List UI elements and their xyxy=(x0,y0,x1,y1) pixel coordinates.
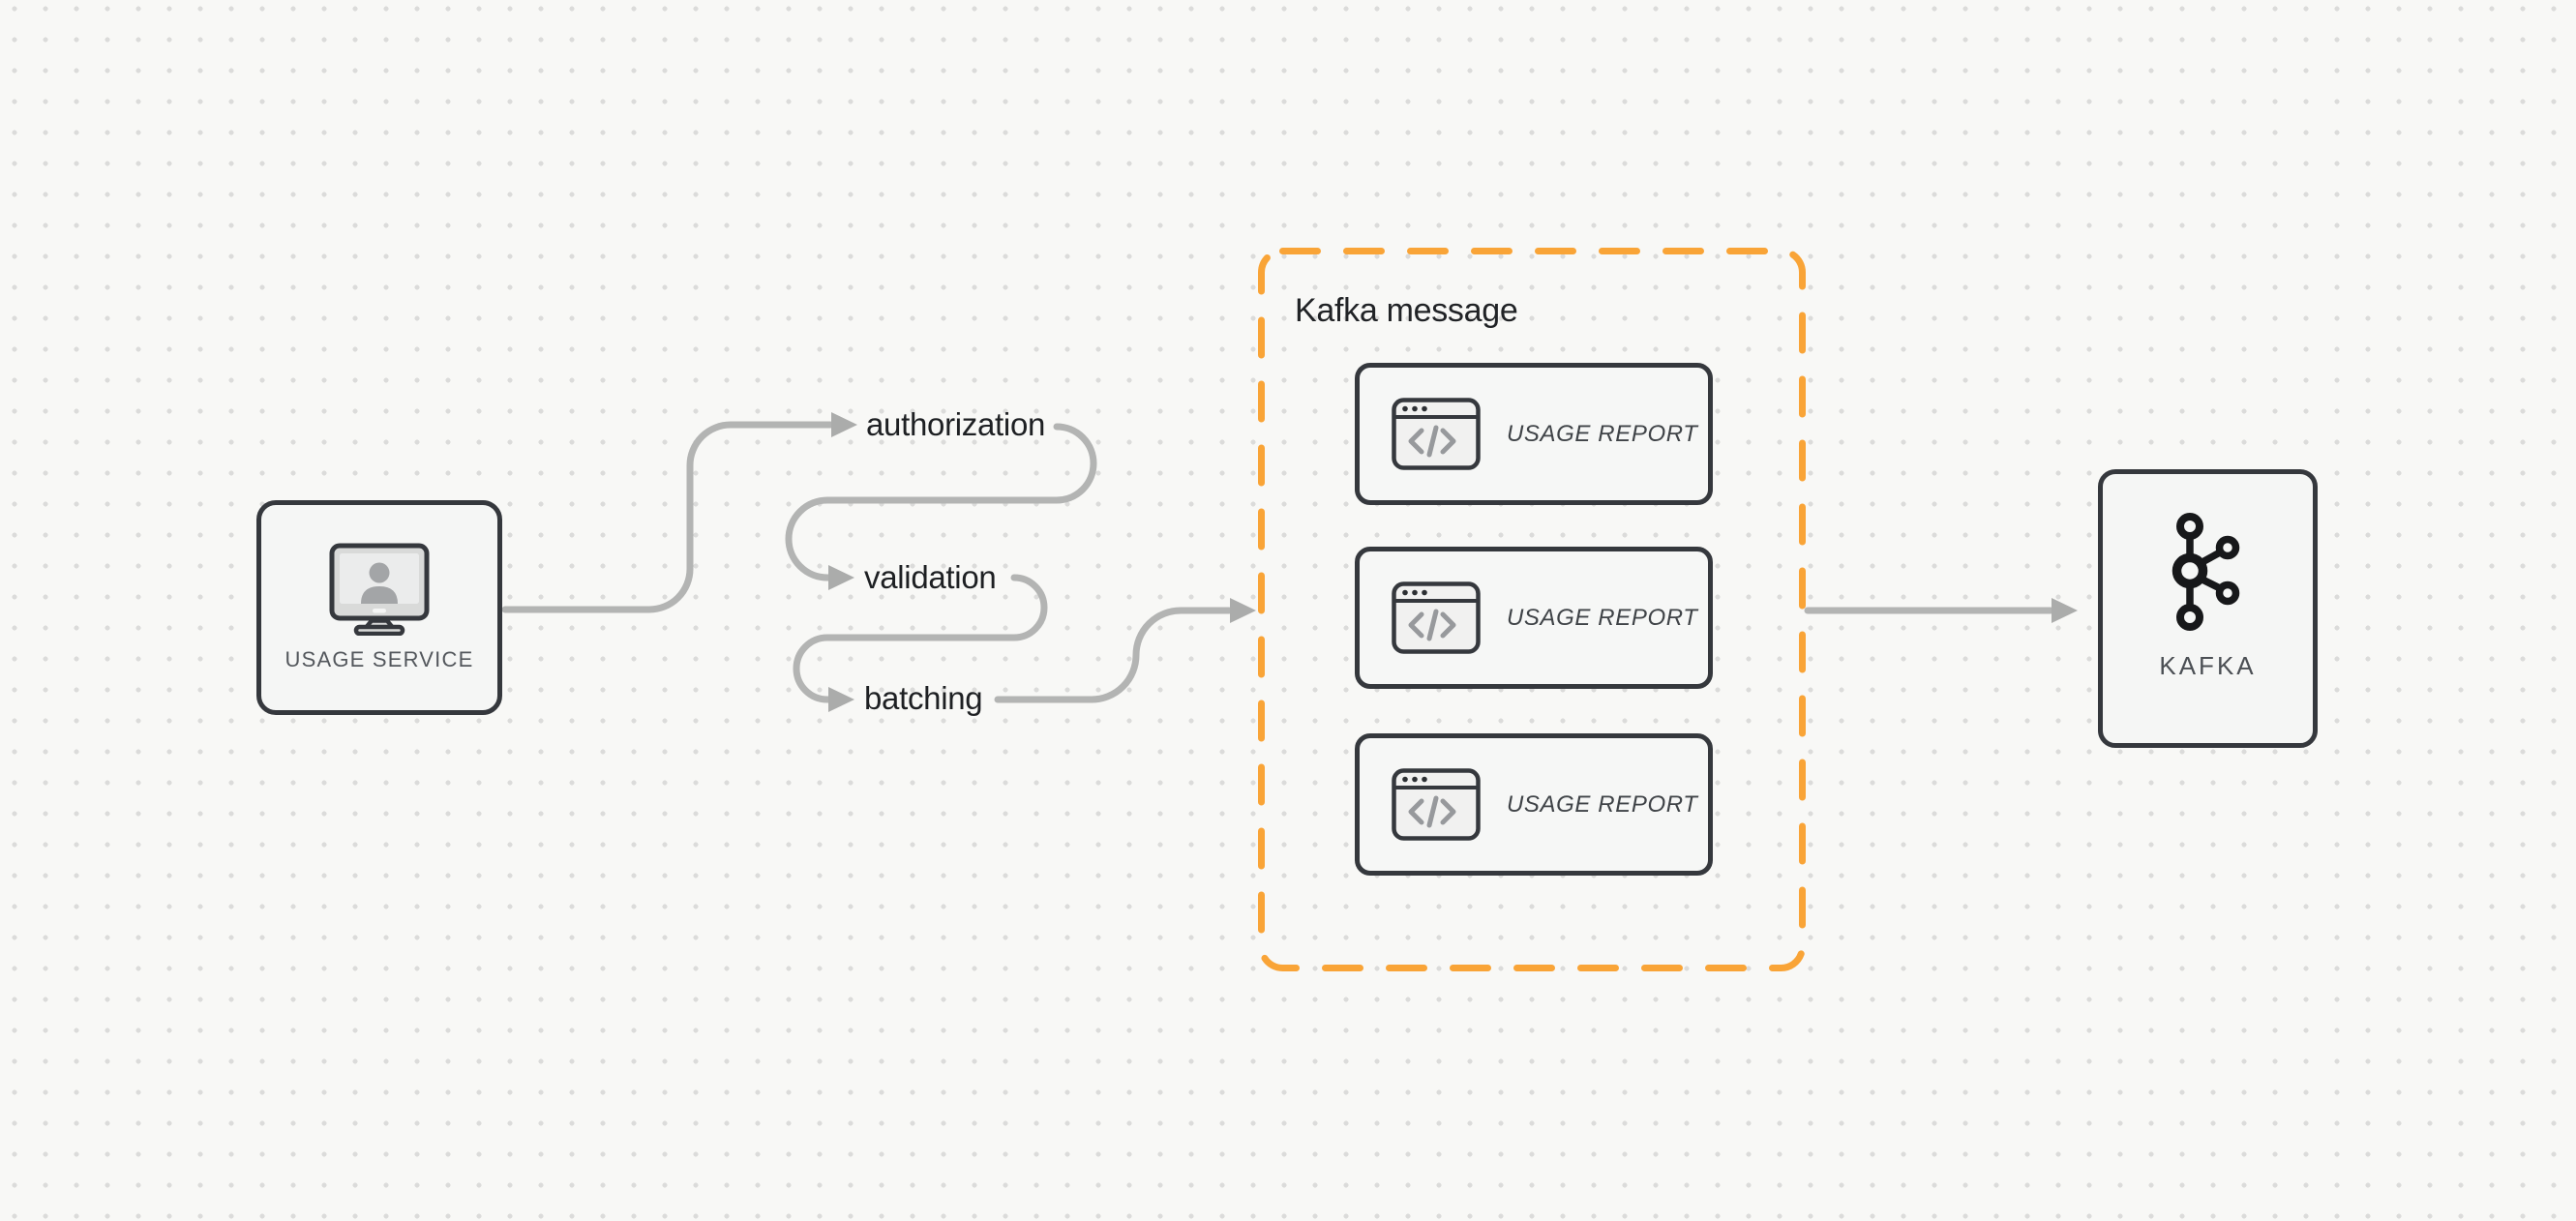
usage-report-label: USAGE REPORT xyxy=(1507,420,1698,447)
flow-path-usage-service-to-authorization xyxy=(501,421,834,613)
usage-service-label: USAGE SERVICE xyxy=(285,647,474,671)
flow-path-authorization-to-validation xyxy=(785,423,1097,581)
kafka-node: KAFKA xyxy=(2098,469,2318,748)
flow-step-batching: batching xyxy=(864,680,983,717)
kafka-message-group-title: Kafka message xyxy=(1295,292,1518,329)
kafka-message-group-border xyxy=(1258,248,1806,971)
usage-service-node: USAGE SERVICE xyxy=(256,500,502,715)
usage-report-card: USAGE REPORT xyxy=(1355,363,1727,520)
usage-report-card: USAGE REPORT xyxy=(1355,547,1727,703)
browser-code-icon xyxy=(1392,768,1481,841)
flow-step-authorization: authorization xyxy=(866,406,1046,443)
kafka-label: KAFKA xyxy=(2159,650,2257,680)
usage-report-card: USAGE REPORT xyxy=(1355,733,1727,890)
kafka-logo-icon xyxy=(2172,512,2239,631)
monitor-user-icon xyxy=(329,543,430,636)
flow-step-validation: validation xyxy=(864,559,997,596)
usage-report-label: USAGE REPORT xyxy=(1507,604,1698,631)
flow-path-validation-to-batching xyxy=(793,574,1048,703)
usage-report-label: USAGE REPORT xyxy=(1507,790,1698,818)
arrowhead-icon xyxy=(831,412,857,437)
arrowhead-icon xyxy=(828,687,854,712)
arrowhead-icon xyxy=(1230,598,1256,623)
browser-code-icon xyxy=(1392,581,1481,654)
flow-path-batching-to-kafka-message xyxy=(994,607,1233,703)
arrowhead-icon xyxy=(2052,598,2078,623)
arrowhead-icon xyxy=(828,565,854,590)
browser-code-icon xyxy=(1392,398,1481,470)
